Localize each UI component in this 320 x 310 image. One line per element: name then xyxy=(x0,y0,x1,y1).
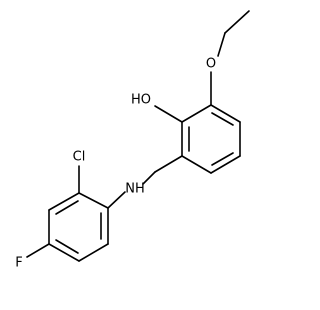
ether-oxygen-label: O xyxy=(206,57,216,72)
structure-canvas: HO O NH Cl F xyxy=(15,10,250,271)
bond-c-ch2-linker xyxy=(154,155,183,173)
bond-ring2-5 xyxy=(78,243,109,262)
bond-ring1-2 xyxy=(210,104,241,123)
molecule-structure: HO O NH Cl F xyxy=(15,10,250,271)
bond-ring2-1 xyxy=(78,192,109,209)
bond-ring2-double-c xyxy=(55,239,79,254)
chlorine-label: Cl xyxy=(73,150,86,165)
bond-c-oh xyxy=(154,105,183,123)
bond-c-f xyxy=(26,243,50,258)
bond-ch2-ch3 xyxy=(224,10,250,34)
fluorine-label: F xyxy=(15,256,22,271)
bond-ring1-double-b xyxy=(211,112,234,126)
bond-ch2-nh xyxy=(142,171,156,185)
bond-ring2-4 xyxy=(48,243,80,262)
bond-ring2-2 xyxy=(48,192,80,211)
amine-label: NH xyxy=(125,182,145,197)
bond-nh-c xyxy=(107,191,126,209)
bond-o-ch2 xyxy=(217,32,226,57)
bond-ring1-5 xyxy=(181,155,212,174)
bond-ring1-4 xyxy=(210,155,241,174)
bond-ring1-1 xyxy=(181,104,212,123)
bond-ring1-double-c xyxy=(211,152,234,166)
hydroxyl-label: HO xyxy=(131,93,151,108)
bond-ring2-double-b xyxy=(55,200,79,215)
